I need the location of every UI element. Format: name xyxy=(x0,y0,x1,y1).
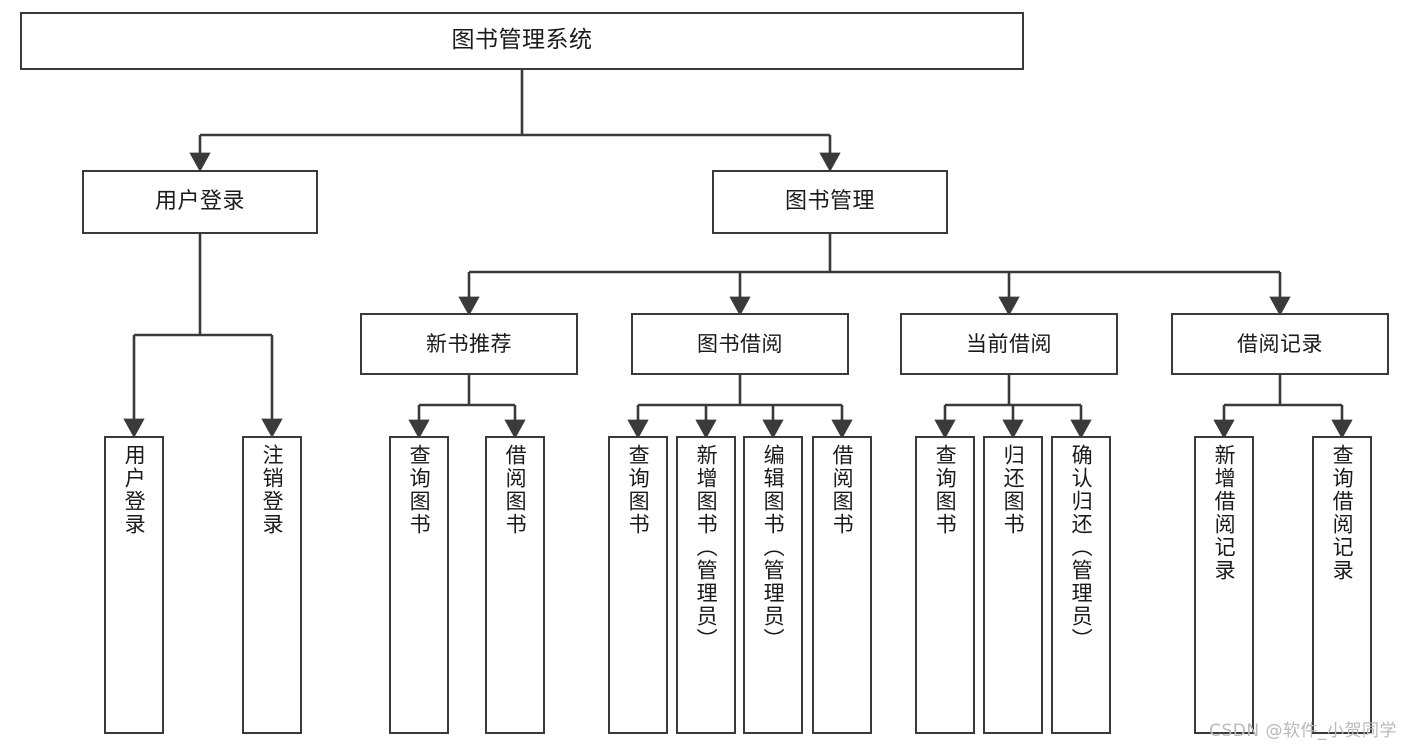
node-leaf-query-book-1[interactable]: 查询图书 xyxy=(389,436,449,734)
node-leaf-query-record[interactable]: 查询借阅记录 xyxy=(1312,436,1372,734)
node-root-system[interactable]: 图书管理系统 xyxy=(20,12,1024,70)
node-new-book-recommend[interactable]: 新书推荐 xyxy=(360,313,578,375)
node-leaf-add-book-label: 新增图书（管理员） xyxy=(694,444,719,651)
node-leaf-user-logout[interactable]: 注销登录 xyxy=(242,436,302,734)
node-leaf-query-book-2[interactable]: 查询图书 xyxy=(608,436,668,734)
node-borrow-record[interactable]: 借阅记录 xyxy=(1171,313,1389,375)
node-current-borrow[interactable]: 当前借阅 xyxy=(900,313,1118,375)
node-leaf-return-book-label: 归还图书 xyxy=(1001,444,1026,536)
node-leaf-add-book[interactable]: 新增图书（管理员） xyxy=(676,436,736,734)
node-leaf-query-book-3-label: 查询图书 xyxy=(933,444,958,536)
node-user-login[interactable]: 用户登录 xyxy=(82,170,318,234)
node-book-borrow[interactable]: 图书借阅 xyxy=(631,313,849,375)
node-leaf-add-record[interactable]: 新增借阅记录 xyxy=(1194,436,1254,734)
node-leaf-confirm-return[interactable]: 确认归还（管理员） xyxy=(1051,436,1111,734)
node-book-manage[interactable]: 图书管理 xyxy=(712,170,948,234)
node-leaf-borrow-book-1-label: 借阅图书 xyxy=(503,444,528,536)
node-book-manage-label: 图书管理 xyxy=(784,189,875,215)
node-book-borrow-label: 图书借阅 xyxy=(697,331,783,356)
node-leaf-user-logout-label: 注销登录 xyxy=(260,444,285,536)
node-root-label: 图书管理系统 xyxy=(451,27,593,54)
node-leaf-query-book-3[interactable]: 查询图书 xyxy=(915,436,975,734)
node-leaf-borrow-book-2-label: 借阅图书 xyxy=(830,444,855,536)
node-leaf-add-record-label: 新增借阅记录 xyxy=(1212,444,1237,582)
node-leaf-query-book-1-label: 查询图书 xyxy=(407,444,432,536)
node-new-book-recommend-label: 新书推荐 xyxy=(426,331,512,356)
node-leaf-query-record-label: 查询借阅记录 xyxy=(1330,444,1355,582)
node-user-login-label: 用户登录 xyxy=(154,189,245,215)
node-leaf-borrow-book-2[interactable]: 借阅图书 xyxy=(812,436,872,734)
node-leaf-user-login[interactable]: 用户登录 xyxy=(104,436,164,734)
node-leaf-confirm-return-label: 确认归还（管理员） xyxy=(1069,444,1094,651)
node-leaf-return-book[interactable]: 归还图书 xyxy=(983,436,1043,734)
node-leaf-query-book-2-label: 查询图书 xyxy=(626,444,651,536)
node-leaf-edit-book[interactable]: 编辑图书（管理员） xyxy=(743,436,803,734)
node-leaf-user-login-label: 用户登录 xyxy=(122,444,147,536)
node-leaf-edit-book-label: 编辑图书（管理员） xyxy=(761,444,786,651)
node-leaf-borrow-book-1[interactable]: 借阅图书 xyxy=(485,436,545,734)
node-borrow-record-label: 借阅记录 xyxy=(1237,331,1323,356)
csdn-watermark: CSDN @软件_小贺同学 xyxy=(1209,721,1397,741)
node-current-borrow-label: 当前借阅 xyxy=(966,331,1052,356)
